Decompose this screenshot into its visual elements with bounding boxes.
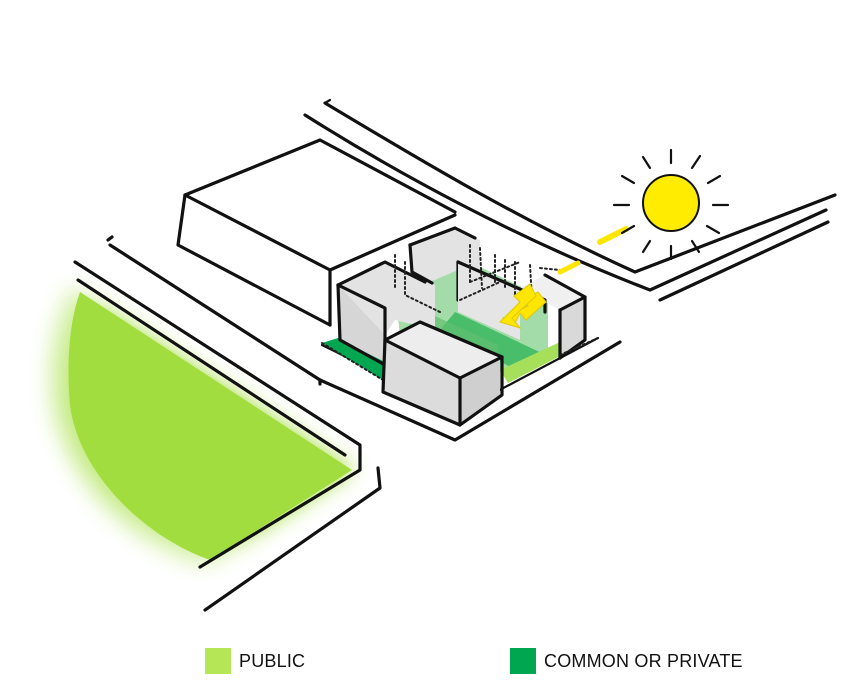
legend-item-public: PUBLIC	[205, 648, 305, 674]
new-building-volumes	[336, 226, 587, 427]
legend-label-public: PUBLIC	[239, 650, 306, 671]
sunlight-arrows	[499, 226, 629, 329]
streets	[73, 98, 837, 612]
sun-icon	[612, 148, 730, 261]
legend-swatch-common-or-private	[510, 648, 536, 674]
legend-swatch-public	[205, 648, 231, 674]
sun-ray-arrow-icon	[597, 226, 629, 245]
legend-label-common-or-private: COMMON OR PRIVATE	[544, 650, 743, 671]
legend-item-common-or-private: COMMON OR PRIVATE	[510, 648, 743, 674]
public-park	[48, 285, 356, 568]
existing-building	[176, 138, 457, 327]
